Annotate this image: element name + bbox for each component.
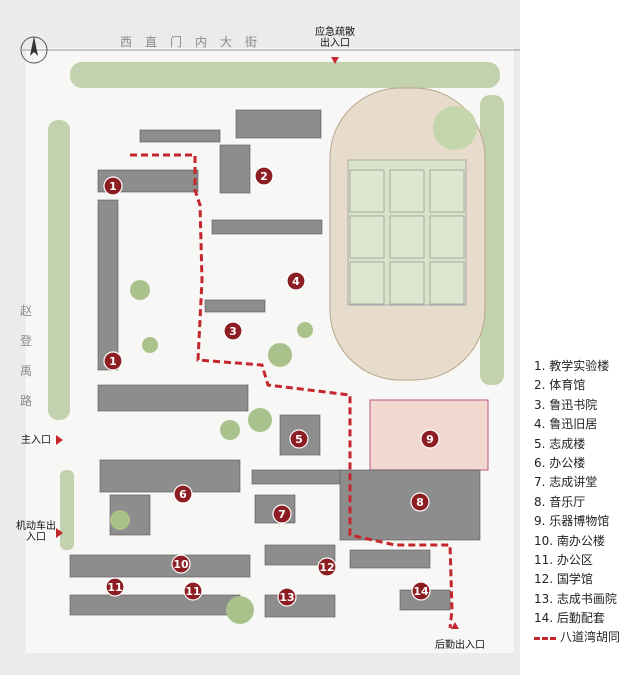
main-entrance-icon[interactable] — [56, 435, 63, 445]
legend-item: 10. 南办公楼 — [534, 533, 605, 548]
badge-8[interactable] — [410, 492, 430, 512]
legend-item: 2. 体育馆 — [534, 378, 586, 393]
emergency-entrance-icon[interactable] — [331, 57, 339, 64]
badge-label-5: 5 — [295, 433, 303, 446]
badge-7[interactable] — [272, 504, 292, 524]
legend-route-item: 八道湾胡同 — [534, 628, 634, 647]
badge-label-3: 3 — [229, 325, 237, 338]
service-entrance-label: 后勤出入口 — [435, 640, 485, 651]
badge-label-14: 14 — [413, 585, 429, 598]
legend-item: 8. 音乐厅 — [534, 494, 586, 509]
badge-3[interactable] — [223, 321, 243, 341]
badge-label-2: 2 — [260, 170, 268, 183]
emergency-entrance-label: 应急疏散出入口 — [315, 27, 355, 49]
badge-10[interactable] — [171, 554, 191, 574]
campus-map: 1 1 2 3 4 5 6 7 8 9 10 11 11 12 13 14 西直… — [0, 0, 520, 675]
legend-item: 11. 办公区 — [534, 552, 593, 567]
legend-item: 14. 后勤配套 — [534, 611, 605, 626]
legend-item: 3. 鲁迅书院 — [534, 397, 598, 412]
map-legend: 1. 教学实验楼 2. 体育馆 3. 鲁迅书院 4. 鲁迅旧居 5. 志成楼 6… — [534, 357, 634, 648]
service-entrance-icon[interactable] — [451, 622, 459, 629]
badge-label-8: 8 — [416, 496, 424, 509]
vehicle-entrance-icon[interactable] — [56, 528, 63, 538]
main-entrance-label: 主入口 — [21, 435, 51, 446]
legend-item: 7. 志成讲堂 — [534, 475, 598, 490]
badge-11a[interactable] — [105, 577, 125, 597]
badge-label-10: 10 — [173, 558, 189, 571]
legend-item: 4. 鲁迅旧居 — [534, 417, 598, 432]
route-swatch-icon — [534, 636, 556, 640]
badge-13[interactable] — [277, 587, 297, 607]
legend-item: 1. 教学实验楼 — [534, 359, 610, 373]
badge-label-11b: 11 — [185, 585, 200, 598]
north-arrow-icon — [20, 36, 48, 64]
badge-9[interactable] — [420, 429, 440, 449]
badge-label-1a: 1 — [109, 180, 117, 193]
badge-label-12: 12 — [319, 561, 334, 574]
badge-14[interactable] — [411, 581, 431, 601]
street-name-west: 赵登禹路 — [19, 304, 32, 408]
badge-label-13: 13 — [279, 591, 294, 604]
building-roofs — [69, 109, 481, 618]
legend-item: 9. 乐器博物馆 — [534, 514, 610, 529]
legend-item: 12. 国学馆 — [534, 572, 593, 587]
legend-route-label: 八道湾胡同 — [560, 630, 621, 645]
tree-belts — [48, 62, 504, 550]
badge-1a[interactable] — [103, 176, 123, 196]
legend-item: 13. 志成书画院 — [534, 591, 617, 606]
badge-12[interactable] — [317, 557, 337, 577]
campus-map-drawing: 1 1 2 3 4 5 6 7 8 9 10 11 11 12 13 14 — [0, 0, 520, 675]
badge-11b[interactable] — [183, 581, 203, 601]
badge-label-1b: 1 — [109, 355, 117, 368]
badge-label-11a: 11 — [107, 581, 122, 594]
badge-6[interactable] — [173, 484, 193, 504]
badge-1b[interactable] — [103, 351, 123, 371]
badge-label-4: 4 — [292, 275, 300, 288]
vehicle-entrance-label: 机动车出入口 — [16, 521, 56, 543]
route-line — [130, 153, 454, 629]
legend-item: 5. 志成楼 — [534, 436, 586, 451]
badge-2[interactable] — [254, 166, 274, 186]
badge-label-9: 9 — [426, 433, 434, 446]
legend-item: 6. 办公楼 — [534, 455, 586, 470]
basketball-courts — [349, 169, 465, 305]
badge-4[interactable] — [286, 271, 306, 291]
badge-5[interactable] — [289, 429, 309, 449]
badge-label-6: 6 — [179, 488, 187, 501]
green-spots — [110, 280, 313, 624]
street-name-north: 西直门内大街 — [120, 35, 271, 49]
badge-label-7: 7 — [278, 508, 286, 521]
